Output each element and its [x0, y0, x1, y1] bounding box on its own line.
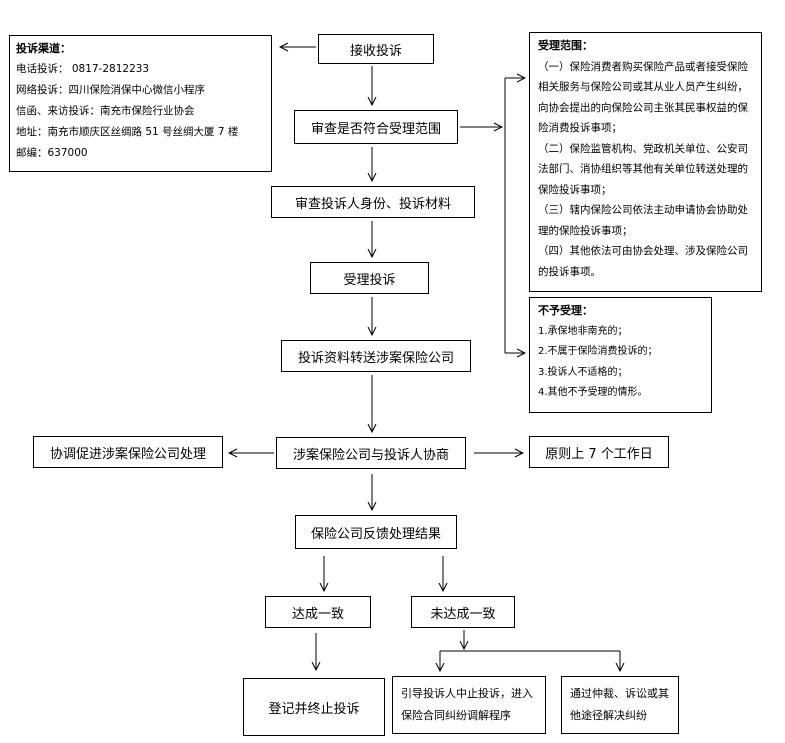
node-accept: 受理投诉	[310, 262, 429, 294]
scope-title: 受理范围：	[538, 39, 593, 52]
channel-address: 地址：南充市顺庆区丝绸路 51 号丝绸大厦 7 楼	[16, 126, 239, 138]
node-coordinate-label: 协调促进涉案保险公司处理	[49, 446, 206, 462]
node-receive-complaint: 接收投诉	[318, 34, 434, 64]
node-check-scope-label: 审查是否符合受理范围	[310, 121, 441, 137]
reject-item-1: 1.承保地非南充的；	[538, 325, 628, 337]
node-agree-label: 达成一致	[291, 606, 344, 622]
node-other-ways-label: 通过仲裁、诉讼或其他途径解决纠纷	[570, 687, 669, 722]
reject-title: 不予受理：	[538, 304, 593, 317]
complaint-channels-box: 投诉渠道： 电话投诉： 0817-2812233 网络投诉：四川保险消保中心微信…	[9, 35, 272, 172]
scope-item-1: （一）保险消费者购买保险产品或者接受保险相关服务与保险公司或其从业人员产生纠纷，…	[538, 60, 748, 135]
node-guide-mediation: 引导投诉人中止投诉，进入保险合同纠纷调解程序	[392, 676, 546, 734]
scope-item-3: （三）辖内保险公司依法主动申请协会协助处理的保险投诉事项；	[538, 204, 748, 237]
acceptance-scope-box: 受理范围： （一）保险消费者购买保险产品或者接受保险相关服务与保险公司或其从业人…	[529, 32, 762, 292]
scope-item-4: （四）其他依法可由协会处理、涉及保险公司的投诉事项。	[538, 245, 748, 278]
node-coordinate: 协调促进涉案保险公司处理	[33, 436, 223, 468]
node-deadline: 原则上 7 个工作日	[529, 436, 669, 468]
node-check-identity-label: 审查投诉人身份、投诉材料	[294, 196, 451, 212]
node-agree: 达成一致	[265, 596, 371, 628]
node-feedback: 保险公司反馈处理结果	[295, 515, 457, 549]
node-check-scope: 审查是否符合受理范围	[294, 110, 458, 144]
node-check-identity: 审查投诉人身份、投诉材料	[271, 186, 475, 218]
node-forward: 投诉资料转送涉案保险公司	[281, 340, 471, 372]
node-feedback-label: 保险公司反馈处理结果	[310, 526, 441, 542]
node-deadline-label: 原则上 7 个工作日	[545, 446, 653, 462]
node-register-end: 登记并终止投诉	[243, 678, 385, 736]
reject-item-3: 3.投诉人不适格的；	[538, 366, 628, 378]
rejection-box: 不予受理： 1.承保地非南充的； 2.不属于保险消费投诉的； 3.投诉人不适格的…	[529, 297, 712, 413]
channel-postcode: 邮编：637000	[16, 147, 88, 159]
node-disagree: 未达成一致	[411, 596, 515, 628]
node-receive-label: 接收投诉	[349, 43, 402, 59]
node-accept-label: 受理投诉	[343, 272, 396, 288]
node-negotiate-label: 涉案保险公司与投诉人协商	[292, 447, 449, 463]
node-forward-label: 投诉资料转送涉案保险公司	[297, 350, 454, 366]
node-register-end-label: 登记并终止投诉	[268, 701, 360, 717]
reject-item-2: 2.不属于保险消费投诉的；	[538, 346, 658, 357]
channel-phone: 电话投诉： 0817-2812233	[16, 63, 150, 75]
node-disagree-label: 未达成一致	[430, 606, 496, 622]
channel-online: 网络投诉：四川保险消保中心微信小程序	[16, 84, 205, 96]
node-guide-mediation-label: 引导投诉人中止投诉，进入保险合同纠纷调解程序	[401, 687, 533, 722]
channels-title: 投诉渠道：	[16, 42, 71, 55]
channel-letter-visit: 信函、来访投诉：南充市保险行业协会	[16, 105, 195, 117]
scope-item-2: （二）保险监管机构、党政机关单位、公安司法部门、消协组织等其他有关单位转送处理的…	[538, 142, 748, 196]
reject-item-4: 4.其他不予受理的情形。	[538, 387, 648, 398]
node-negotiate: 涉案保险公司与投诉人协商	[276, 437, 466, 469]
node-other-ways: 通过仲裁、诉讼或其他途径解决纠纷	[561, 676, 679, 734]
